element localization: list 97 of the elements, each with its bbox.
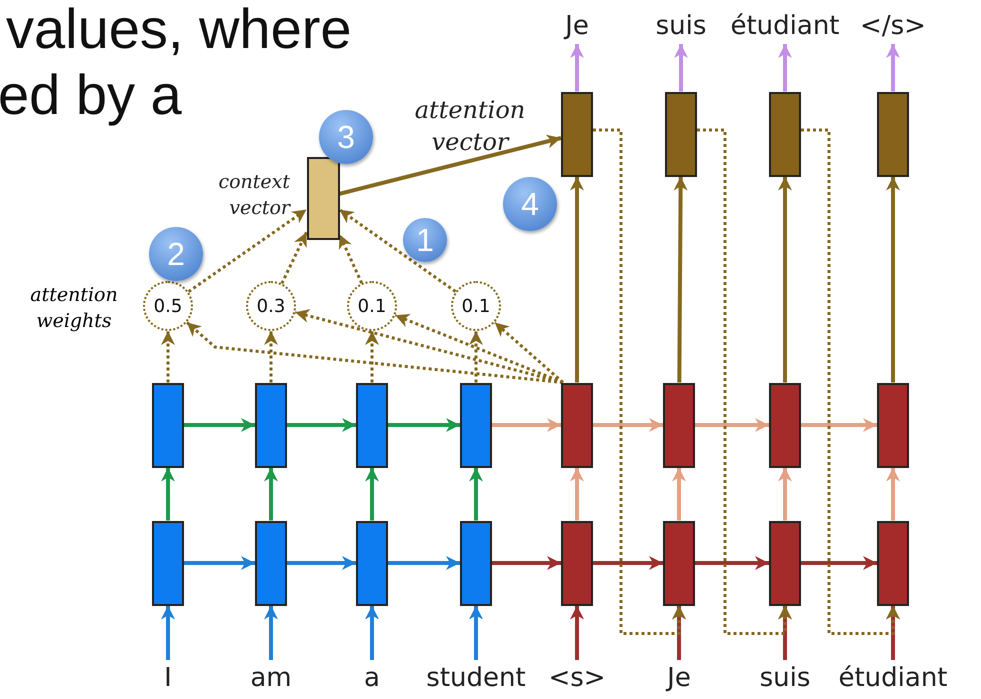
slide-text: ed by a [0,62,182,127]
arrow [287,556,356,570]
dotted-arrow [186,321,564,384]
callout-number: 2 [149,227,203,281]
arrow [886,44,900,92]
arrow [801,418,877,432]
arrow [570,176,584,382]
arrow [886,176,900,382]
attention-vector-cell [561,92,593,176]
arrow [570,44,584,92]
arrow [264,468,278,520]
decoder-cell [877,520,909,606]
arrow [161,468,175,520]
arrow [492,556,561,570]
output-word: étudiant [720,8,850,44]
callout-number: 4 [503,177,557,231]
dotted-arrow [697,128,792,635]
input-word: <s> [547,660,607,696]
dotted-arrow [801,128,900,635]
arrow [886,468,900,520]
decoder-cell [769,382,801,468]
decoder-cell [561,520,593,606]
arrow [593,556,663,570]
encoder-cell [460,520,492,606]
dotted-arrow [338,234,364,284]
arrow [778,176,792,382]
encoder-cell [152,382,184,468]
decoder-cell [769,520,801,606]
attention-weight-circle: 0.5 [143,281,193,331]
arrow [801,556,877,570]
annotation-text: attention vector [414,95,526,158]
input-word: suis [754,660,816,696]
encoder-cell [356,382,388,468]
dotted-arrow [161,331,175,382]
encoder-cell [152,520,184,606]
dotted-arrow [280,232,308,284]
attention-vector-cell [769,92,801,176]
encoder-cell [255,520,287,606]
input-word: Je [659,660,699,696]
encoder-cell [255,382,287,468]
attention-weight-circle: 0.1 [347,281,397,331]
slide-text: values, where [6,0,352,61]
arrow [365,468,379,520]
arrow [778,468,792,520]
dotted-arrow [188,208,308,293]
decoder-cell [663,382,695,468]
decoder-cell [877,382,909,468]
arrow [778,44,792,92]
arrow [593,418,663,432]
arrow [161,606,175,660]
callout-number: 1 [403,218,447,262]
arrow [492,418,561,432]
arrow [339,134,562,196]
output-word: Je [557,8,597,44]
arrow [695,418,769,432]
encoder-cell [356,520,388,606]
arrow [287,418,356,432]
arrow [570,468,584,520]
arrow [469,468,483,520]
arrow [672,468,686,520]
dotted-arrow [365,331,379,382]
attention-vector-cell [665,92,697,176]
attention-vector-cell [877,92,909,176]
decoder-cell [663,520,695,606]
attention-weight-circle: 0.3 [246,281,296,331]
arrow [184,418,255,432]
arrow [570,606,584,660]
context-vector-cell [306,156,340,240]
annotation-text: attention weights [29,283,119,334]
output-word: suis [650,8,712,44]
arrow [674,44,688,92]
attention-weight-circle: 0.1 [451,281,501,331]
arrow [365,606,379,660]
decoder-cell [561,382,593,468]
arrow [674,176,688,383]
arrow [184,556,255,570]
input-word: a [360,660,384,696]
dotted-arrow [469,331,483,382]
dotted-arrow [338,208,456,293]
arrow [388,556,460,570]
dotted-arrow [394,314,564,384]
dotted-arrow [264,331,278,382]
callout-number: 3 [319,110,373,164]
input-word: am [246,660,296,696]
dotted-arrow [294,309,564,384]
arrow [388,418,460,432]
arrow [264,606,278,660]
input-word: I [158,660,178,696]
annotation-text: context vector [217,170,290,221]
output-word: </s> [858,8,928,44]
arrow [695,556,769,570]
input-word: student [421,660,531,696]
dotted-arrow [494,321,564,384]
input-word: étudiant [829,660,957,696]
encoder-cell [460,382,492,468]
dotted-arrow [593,128,686,635]
arrow [469,606,483,660]
